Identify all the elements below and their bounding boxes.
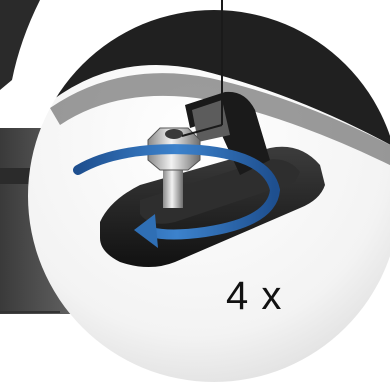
bolt-socket — [165, 129, 183, 139]
quantity-label: 4 x — [226, 274, 282, 319]
